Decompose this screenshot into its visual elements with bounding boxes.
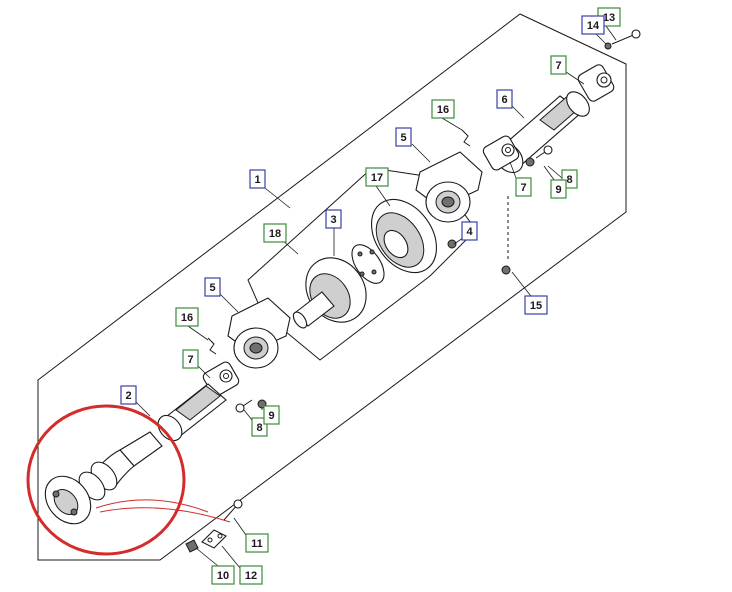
callout-16-lower: 16	[175, 307, 199, 327]
lower-bearing-bracket	[227, 297, 291, 369]
leader-lines	[135, 25, 617, 569]
upper-bearing-bracket	[415, 151, 483, 223]
highlight-circle	[26, 404, 186, 556]
callout-3: 3	[325, 209, 342, 229]
callout-18: 18	[263, 223, 287, 243]
callout-5-upper-label: 5	[400, 132, 406, 144]
callout-16-upper-label: 16	[437, 104, 449, 116]
callout-3-label: 3	[330, 214, 336, 226]
callout-1-label: 1	[254, 174, 260, 186]
callout-6: 6	[496, 89, 513, 109]
clip-lower	[207, 337, 217, 355]
bolt-nut-right	[525, 145, 553, 167]
callout-4-label: 4	[466, 226, 473, 238]
callout-9-right: 9	[550, 179, 567, 199]
mid-universal-joint	[482, 135, 520, 171]
clip-upper	[461, 129, 471, 147]
nut-4	[447, 239, 457, 249]
callout-7-low: 7	[182, 349, 199, 369]
callout-6-label: 6	[501, 94, 507, 106]
callout-15: 15	[524, 295, 548, 315]
callout-7-top: 7	[550, 55, 567, 75]
center-coupling	[371, 198, 437, 274]
callout-15-label: 15	[530, 300, 542, 312]
rear-universal-joint	[577, 64, 615, 102]
bolt-top	[604, 29, 641, 50]
callout-8-left: 8	[251, 417, 268, 437]
callout-18-label: 18	[269, 228, 281, 240]
callout-2: 2	[120, 385, 137, 405]
callout-1: 1	[249, 169, 266, 189]
bolt-15	[501, 196, 511, 275]
fasteners-bottom	[185, 499, 243, 553]
callout-7-top-label: 7	[555, 60, 561, 72]
callout-12: 12	[239, 565, 263, 585]
callout-9-right-label: 9	[555, 184, 561, 196]
callout-16-lower-label: 16	[181, 312, 193, 324]
callout-11: 11	[245, 533, 269, 553]
front-cv-coupling	[44, 431, 163, 525]
assembly-outline	[37, 13, 627, 561]
callout-7-low-label: 7	[187, 354, 193, 366]
callout-13-label: 13	[603, 12, 615, 24]
callout-12-label: 12	[245, 570, 257, 582]
callout-8-right-label: 8	[566, 174, 572, 186]
callout-14-label: 14	[587, 20, 600, 32]
callout-9-left: 9	[263, 405, 280, 425]
callout-9-left-label: 9	[268, 410, 274, 422]
callout-17: 17	[365, 167, 389, 187]
callout-16-upper: 16	[431, 99, 455, 119]
callout-5-lower: 5	[204, 277, 221, 297]
callout-5-upper: 5	[395, 127, 412, 147]
callout-7-mid: 7	[515, 177, 532, 197]
bolt-nut-left	[235, 399, 267, 413]
callout-10-label: 10	[217, 570, 229, 582]
front-shaft	[157, 383, 227, 442]
callout-17-label: 17	[371, 172, 383, 184]
callout-5-lower-label: 5	[209, 282, 215, 294]
highlight-leader	[95, 499, 231, 523]
middle-shaft	[292, 257, 367, 329]
callout-8-left-label: 8	[256, 422, 262, 434]
callout-7-mid-label: 7	[520, 182, 526, 194]
callout-14: 14	[581, 15, 605, 35]
callout-11-label: 11	[251, 538, 263, 550]
flange-plate	[351, 244, 385, 284]
callout-4: 4	[461, 221, 478, 241]
callout-2-label: 2	[125, 390, 131, 402]
callout-10: 10	[211, 565, 235, 585]
